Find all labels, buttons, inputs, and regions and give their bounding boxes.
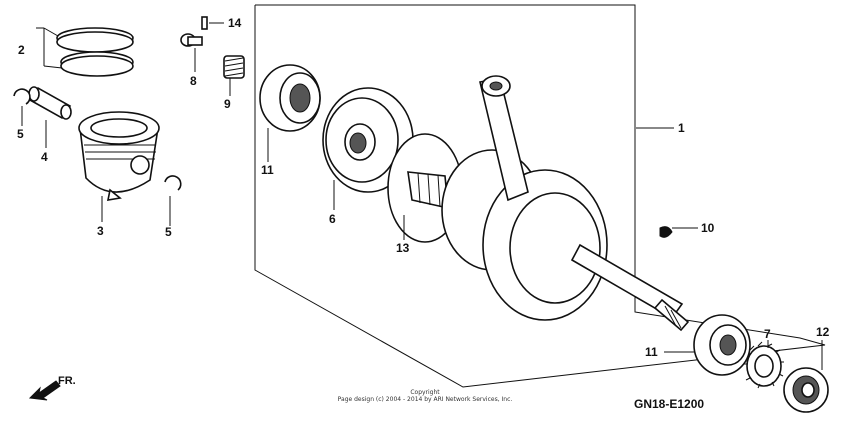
piston-pin [28, 86, 72, 120]
bolt [180, 33, 203, 47]
copyright-line-2: Page design (c) 2004 - 2014 by ARI Netwo… [338, 396, 513, 403]
bearing-bottom [693, 314, 751, 376]
piston-pin-clip-left [13, 88, 31, 105]
assembly-frame [254, 4, 826, 388]
callout-4: 4 [41, 150, 48, 164]
leader-lines [21, 22, 823, 370]
callout-2: 2 [18, 43, 25, 57]
spring [223, 55, 245, 79]
bearing-top [259, 64, 321, 132]
front-direction-arrow-icon [28, 380, 61, 401]
callout-6: 6 [329, 212, 336, 226]
callout-7: 7 [764, 327, 771, 341]
callout-1: 1 [678, 121, 685, 135]
crankshaft-assembly [407, 75, 690, 332]
copyright-line-1: Copyright [410, 389, 440, 396]
callout-11-top: 11 [261, 163, 274, 177]
callout-11-bottom: 11 [645, 345, 658, 359]
oil-seal [783, 367, 829, 413]
piston-rings [56, 27, 134, 77]
piston-pin-clip-right [164, 175, 182, 191]
callout-5-left: 5 [17, 127, 24, 141]
callout-9: 9 [224, 97, 231, 111]
callout-8: 8 [190, 74, 197, 88]
piston [78, 111, 160, 201]
callout-12: 12 [816, 325, 830, 339]
woodruff-key [659, 226, 673, 238]
drive-gear [743, 341, 784, 389]
callout-14: 14 [228, 16, 242, 30]
pin [201, 16, 208, 30]
diagram-code: GN18-E1200 [634, 397, 704, 411]
callout-10: 10 [701, 221, 715, 235]
callout-5-right: 5 [165, 225, 172, 239]
callout-13: 13 [396, 241, 410, 255]
front-direction-label: FR. [58, 375, 76, 387]
callout-3: 3 [97, 224, 104, 238]
